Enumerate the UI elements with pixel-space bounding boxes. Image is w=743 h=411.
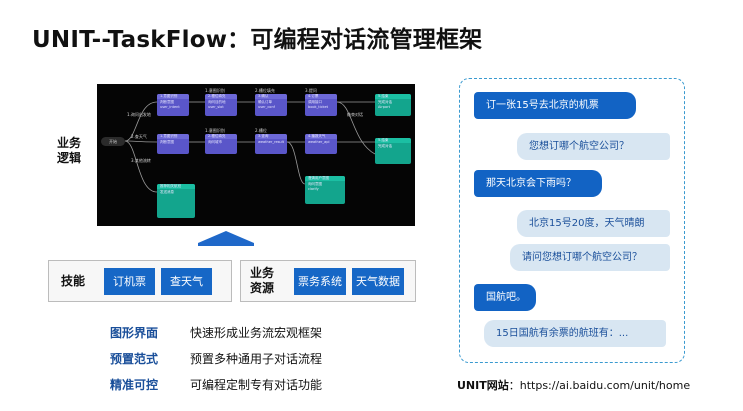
chat-bubble-user: 订一张15号去北京的机票 <box>474 92 636 119</box>
up-arrow-stem <box>198 243 254 246</box>
chat-bubble-bot: 请问您想订哪个航空公司？ <box>510 244 670 271</box>
resources-label-line1: 业务 <box>250 266 275 280</box>
flow-edge-label: 1.意图识别 <box>205 128 225 133</box>
flow-node[interactable]: 1.意图识别判断意图 <box>157 134 189 154</box>
flow-node-text: weather_result <box>258 140 284 144</box>
flow-node-title: 2.槽位填充 <box>205 94 237 99</box>
flow-node-text: 判断意图 <box>160 140 174 144</box>
flow-edge-label: 3.提问 <box>305 88 317 93</box>
flow-node-text: 确认订单 <box>258 100 272 104</box>
flow-node-title: 1.意图识别 <box>157 94 189 99</box>
business-logic-label-line2: 逻辑 <box>57 151 82 165</box>
flow-node-text: 调用接口 <box>308 100 322 104</box>
resource-chip-weather[interactable]: 天气数据 <box>352 268 404 295</box>
flow-node-text: 询问城市 <box>208 140 222 144</box>
flow-start-node[interactable]: 开始 <box>101 137 125 146</box>
footer-url: UNIT网站：https://ai.baidu.com/unit/home <box>457 377 690 393</box>
feature-key: 精准可控 <box>110 378 159 392</box>
flow-node-title: 4.订票 <box>305 94 337 99</box>
flow-node-title: 1.意图识别 <box>157 134 189 139</box>
feature-value: 可编程定制专有对话功能 <box>190 378 323 392</box>
flow-node-text: clarify <box>308 187 319 191</box>
flow-node-text: book_ticket <box>308 105 328 109</box>
flow-node-title: 3.确认 <box>255 94 287 99</box>
flow-node-text: user_slot <box>208 105 224 109</box>
footer-url-link[interactable]: ：https://ai.baidu.com/unit/home <box>508 379 691 392</box>
chat-bubble-bot: 您想订哪个航空公司？ <box>517 133 670 160</box>
business-logic-label: 业务 逻辑 <box>57 136 81 166</box>
footer-url-label: UNIT网站 <box>457 379 509 392</box>
chat-bubble-bot: 北京15号20度，天气晴朗 <box>517 210 670 237</box>
flow-node-title: 2.槽位填充 <box>205 134 237 139</box>
flow-node-title: 4.播报天气 <box>305 134 337 139</box>
skills-label: 技能 <box>61 274 86 288</box>
flow-node-text: 询问意图 <box>308 182 322 186</box>
flow-node-title: 5.结束 <box>375 94 411 99</box>
flow-node-text: 判断意图 <box>160 100 174 104</box>
flow-edge-label: 2.槽位 <box>255 128 267 133</box>
skill-chip-book-ticket[interactable]: 订机票 <box>104 268 155 295</box>
page-title: UNIT--TaskFlow：可编程对话流管理框架 <box>32 27 483 53</box>
up-arrow-icon <box>198 231 254 243</box>
chat-bubble-user: 国航吧。 <box>474 284 536 311</box>
flow-node-text: 完成对话 <box>378 144 392 148</box>
flow-node-title: 澄清用户意图 <box>305 176 345 181</box>
flow-node-text: Airport <box>378 105 390 109</box>
skill-chip-check-weather[interactable]: 查天气 <box>161 268 212 295</box>
resources-label-line2: 资源 <box>250 281 275 295</box>
flow-edge-label: 2.查天气 <box>131 134 147 139</box>
feature-value: 预置多种通用子对话流程 <box>190 352 323 366</box>
flow-node-title: 推荐相关航班 <box>157 184 195 189</box>
flow-node[interactable]: 5.结束完成对话 <box>375 138 411 164</box>
chat-bubble-user: 那天北京会下雨吗？ <box>474 170 602 197</box>
flow-node-text: user_intent <box>160 105 180 109</box>
flow-node[interactable]: 推荐相关航班发送消息 <box>157 184 195 218</box>
flow-node-text: 完成对话 <box>378 100 392 104</box>
flow-edges <box>124 101 376 193</box>
business-logic-label-line1: 业务 <box>57 136 82 150</box>
flow-node[interactable]: 2.槽位填充询问城市 <box>205 134 237 154</box>
flow-edge-label: 结束对话 <box>347 112 363 117</box>
flow-node-text: weather_api <box>308 140 330 144</box>
flow-node-text: user_conf <box>258 105 275 109</box>
flow-edge-label: 1.询问出发地 <box>127 112 151 117</box>
flow-edge-label: 2.槽位填充 <box>255 88 275 93</box>
flow-edge-label: 1.意图识别 <box>205 88 225 93</box>
flow-node-title: 5.结束 <box>375 138 411 143</box>
chat-bubble-bot: 15日国航有余票的航班有：... <box>484 320 666 347</box>
chat-panel <box>459 78 685 363</box>
flow-node-text: 发送消息 <box>160 190 174 194</box>
feature-key: 预置范式 <box>110 352 159 366</box>
feature-key: 图形界面 <box>110 326 159 340</box>
flow-node-text: 询问目的地 <box>208 100 226 104</box>
flow-edge-label: 3.其他流转 <box>131 158 151 163</box>
feature-value: 快速形成业务流宏观框架 <box>190 326 323 340</box>
flow-node-title: 3.查询 <box>255 134 287 139</box>
resources-label: 业务 资源 <box>250 266 274 296</box>
taskflow-diagram[interactable]: 开始 1.询问出发地 2.查天气 3.其他流转 1.意图识别 2.槽位填充 3.… <box>97 84 415 226</box>
resource-chip-ticketing[interactable]: 票务系统 <box>294 268 346 295</box>
